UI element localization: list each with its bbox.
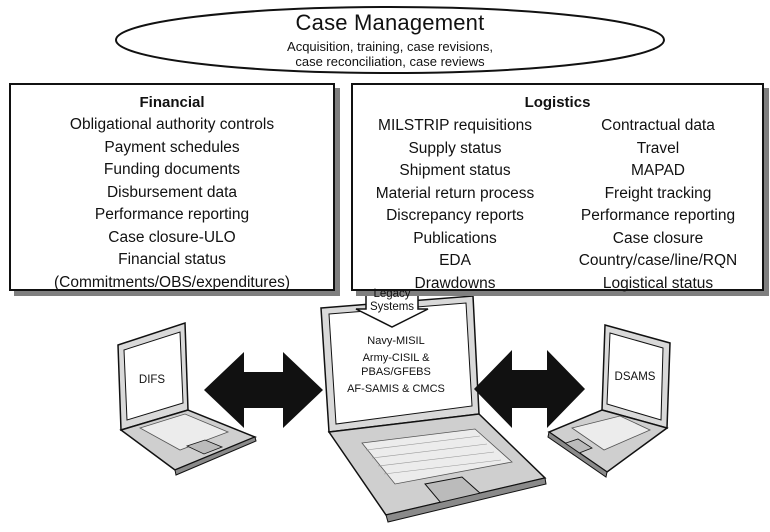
case-management-subtitle-line2: case reconciliation, case reviews <box>295 54 485 69</box>
financial-item: Obligational authority controls <box>69 116 275 133</box>
case-management-ellipse <box>115 6 665 74</box>
logistics-item: Drawdowns <box>414 274 496 292</box>
financial-item: Disbursement data <box>106 183 238 201</box>
logistics-item: Case closure <box>612 229 704 247</box>
logistics-item: EDA <box>439 252 471 269</box>
legacy-system-item: AF-SAMIS & CMCS <box>347 383 445 395</box>
left-laptop <box>117 321 257 476</box>
financial-box: Financial Obligational authority control… <box>9 83 335 291</box>
financial-title: Financial <box>139 94 205 111</box>
financial-item: Performance reporting <box>94 206 250 223</box>
logistics-item: Publications <box>413 229 497 247</box>
legacy-system-item: PBAS/GFEBS <box>361 366 431 378</box>
logistics-title: Logistics <box>524 94 591 111</box>
legacy-system-item: Navy-MISIL <box>367 335 425 347</box>
logistics-item: Freight tracking <box>604 184 712 202</box>
logistics-item: Travel <box>636 139 680 157</box>
logistics-item: Country/case/line/RQN <box>578 252 738 269</box>
logistics-item: Contractual data <box>601 117 715 134</box>
right-double-arrow <box>474 350 585 428</box>
financial-item: Funding documents <box>103 161 241 178</box>
financial-item: (Commitments/OBS/expenditures) <box>53 273 291 291</box>
logistics-item: Shipment status <box>399 162 511 179</box>
difs-label: DIFS <box>138 374 166 386</box>
logistics-item: Material return process <box>375 184 535 202</box>
center-laptop <box>320 295 547 523</box>
logistics-item: Discrepancy reports <box>386 207 524 224</box>
legacy-systems-list: Navy-MISIL Army-CISIL & PBAS/GFEBS AF-SAMIS… <box>336 333 456 398</box>
logistics-item: MAPAD <box>631 162 685 179</box>
legacy-label-line2: Systems <box>369 301 415 313</box>
legacy-system-item: Army-CISIL & <box>362 352 430 364</box>
left-double-arrow <box>204 352 323 428</box>
financial-item: Financial status <box>118 251 226 268</box>
legacy-systems-label: Legacy Systems <box>360 288 424 314</box>
dsams-label: DSAMS <box>614 371 656 383</box>
case-management-title: Case Management <box>295 10 485 35</box>
legacy-label-line1: Legacy <box>373 288 411 300</box>
logistics-item: Performance reporting <box>580 207 736 224</box>
logistics-item: Logistical status <box>602 274 714 292</box>
logistics-item: Supply status <box>408 139 502 157</box>
financial-item: Case closure-ULO <box>108 228 236 246</box>
right-laptop <box>547 324 671 478</box>
financial-item: Payment schedules <box>104 138 240 156</box>
case-management-subtitle-line1: Acquisition, training, case revisions, <box>287 39 493 54</box>
logistics-item: MILSTRIP requisitions <box>378 117 532 134</box>
